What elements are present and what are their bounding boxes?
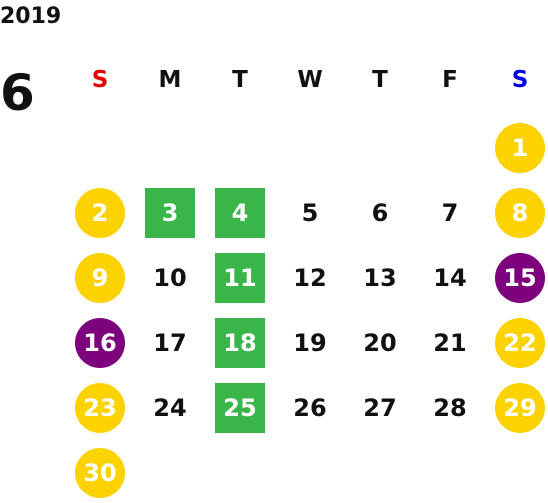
day-cell[interactable]: 15 [495,253,545,303]
day-cell[interactable]: 19 [293,329,327,357]
day-cell[interactable]: 12 [293,264,327,292]
day-cell[interactable]: 17 [153,329,187,357]
day-cell[interactable]: 21 [433,329,467,357]
day-cell[interactable]: 26 [293,394,327,422]
day-cell[interactable]: 4 [215,188,265,238]
weekday-saturday: S [511,67,529,93]
day-cell[interactable]: 1 [495,123,545,173]
day-cell[interactable]: 6 [371,199,389,227]
day-cell[interactable]: 29 [495,383,545,433]
day-cell[interactable]: 25 [215,383,265,433]
weekday-tuesday: T [232,67,248,93]
day-cell[interactable]: 23 [75,383,125,433]
weekday-sunday: S [91,67,109,93]
day-cell[interactable]: 5 [301,199,319,227]
day-cell[interactable]: 7 [441,199,459,227]
month-label: 6 [0,64,35,122]
day-cell[interactable]: 27 [363,394,397,422]
day-cell[interactable]: 18 [215,318,265,368]
day-cell[interactable]: 11 [215,253,265,303]
day-cell[interactable]: 10 [153,264,187,292]
day-cell[interactable]: 24 [153,394,187,422]
day-cell[interactable]: 9 [75,253,125,303]
day-cell[interactable]: 2 [75,188,125,238]
day-cell[interactable]: 16 [75,318,125,368]
weekday-monday: M [158,67,182,93]
weekday-thursday: T [372,67,388,93]
day-cell[interactable]: 8 [495,188,545,238]
day-cell[interactable]: 13 [363,264,397,292]
day-cell[interactable]: 20 [363,329,397,357]
weekday-friday: F [442,67,458,93]
day-cell[interactable]: 28 [433,394,467,422]
day-cell[interactable]: 22 [495,318,545,368]
day-cell[interactable]: 30 [75,448,125,498]
weekday-wednesday: W [297,67,323,93]
day-cell[interactable]: 3 [145,188,195,238]
day-cell[interactable]: 14 [433,264,467,292]
year-label: 2019 [0,4,62,29]
